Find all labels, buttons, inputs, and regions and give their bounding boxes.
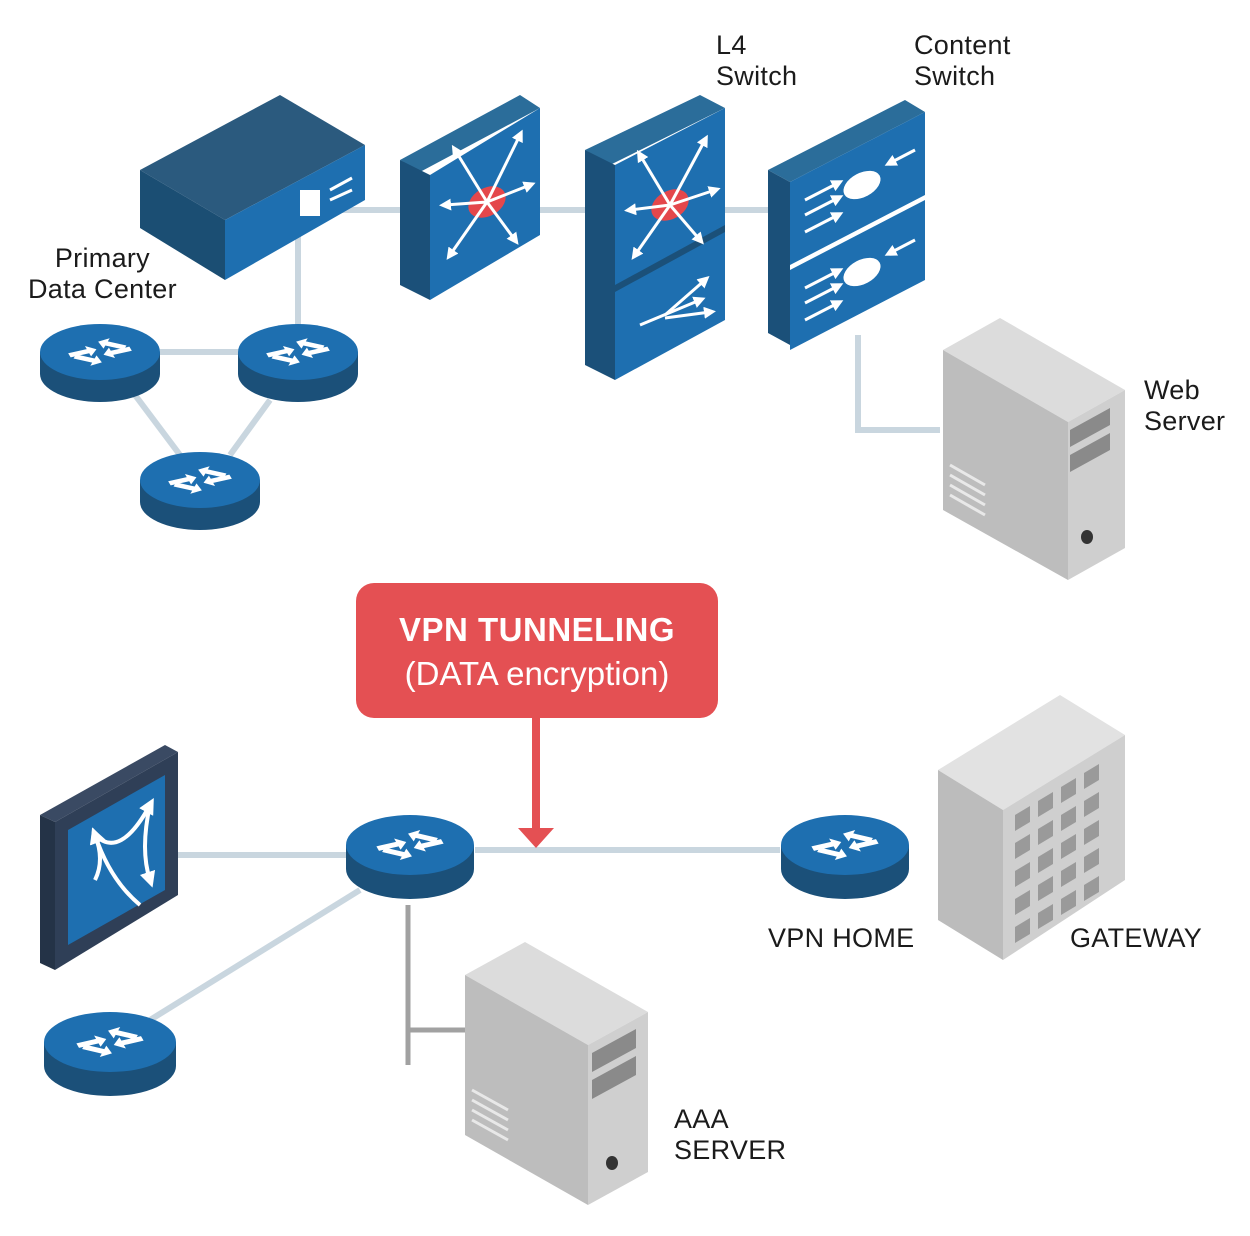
label-content-switch: Content Switch bbox=[914, 30, 1011, 91]
content-switch bbox=[768, 100, 925, 350]
vpn-tunneling-callout: VPN TUNNELING (DATA encryption) bbox=[356, 583, 718, 718]
appliance-device bbox=[140, 95, 365, 280]
router-dc-right bbox=[238, 324, 358, 402]
label-aaa-server: AAA SERVER bbox=[674, 1104, 787, 1165]
link-router-router-2 bbox=[132, 393, 183, 457]
label-gateway: GATEWAY bbox=[1070, 923, 1203, 953]
router-bottom-left bbox=[44, 1012, 176, 1096]
link-router-router-3 bbox=[227, 398, 273, 457]
link-router-router-bottom bbox=[148, 887, 362, 1023]
router-central bbox=[346, 815, 474, 899]
label-l4-switch: L4 Switch bbox=[716, 30, 798, 91]
web-server bbox=[943, 318, 1125, 580]
router-dc-bottom bbox=[140, 452, 260, 530]
router-dc-left bbox=[40, 324, 160, 402]
aaa-links bbox=[405, 905, 470, 1065]
callout-subtitle: (DATA encryption) bbox=[404, 655, 670, 692]
l4-switch bbox=[585, 95, 725, 380]
switch-core bbox=[400, 95, 540, 300]
port-icon bbox=[300, 190, 320, 216]
label-vpn-home: VPN HOME bbox=[768, 923, 915, 953]
callout-title: VPN TUNNELING bbox=[398, 611, 675, 648]
link-content-web bbox=[855, 335, 940, 433]
gateway-building bbox=[938, 695, 1125, 960]
aaa-server bbox=[465, 942, 648, 1205]
label-web-server: Web Server bbox=[1144, 375, 1226, 436]
callout-pointer bbox=[518, 716, 554, 848]
network-links bbox=[132, 207, 940, 1023]
monitor-device bbox=[40, 745, 178, 970]
router-vpn-home bbox=[781, 815, 909, 899]
label-primary-data-center: Primary Data Center bbox=[28, 243, 177, 304]
